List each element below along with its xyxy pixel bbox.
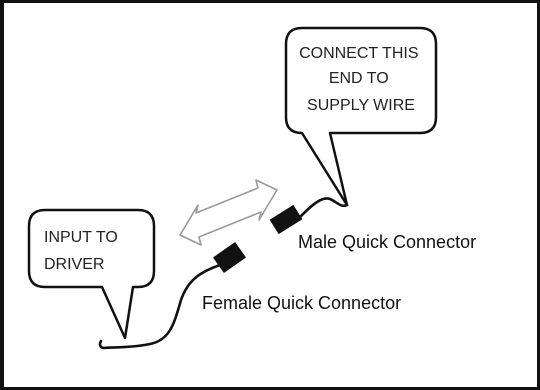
male-connector-label: Male Quick Connector	[298, 232, 476, 252]
supply-wire-callout: CONNECT THIS END TO SUPPLY WIRE	[284, 26, 438, 207]
svg-text:CONNECT THIS END TO: CONNECT THIS END TO SUPPLY WIRE	[299, 45, 423, 114]
supply-callout-line-1: CONNECT THIS	[299, 45, 418, 62]
male-connector-assembly	[269, 197, 349, 235]
supply-wire	[298, 197, 349, 219]
driver-callout-bubble	[27, 208, 156, 340]
male-quick-connector	[269, 204, 303, 235]
driver-input-callout: INPUT TO DRIVER	[27, 208, 156, 340]
supply-callout-line-2: END TO	[329, 70, 389, 87]
driver-callout-line-1: INPUT TO	[44, 229, 118, 246]
driver-wire	[98, 263, 222, 350]
connect-double-arrow	[179, 179, 278, 246]
female-connector-assembly	[98, 241, 247, 350]
svg-text:INPUT TO DRIVER: INPUT TO DRIVER	[44, 229, 122, 273]
female-connector-label: Female Quick Connector	[202, 293, 401, 313]
driver-callout-line-2: DRIVER	[44, 256, 104, 273]
female-quick-connector	[212, 241, 247, 274]
supply-callout-line-3: SUPPLY WIRE	[307, 97, 415, 114]
double-arrow-shape	[179, 179, 278, 246]
supply-callout-bubble	[284, 26, 438, 207]
